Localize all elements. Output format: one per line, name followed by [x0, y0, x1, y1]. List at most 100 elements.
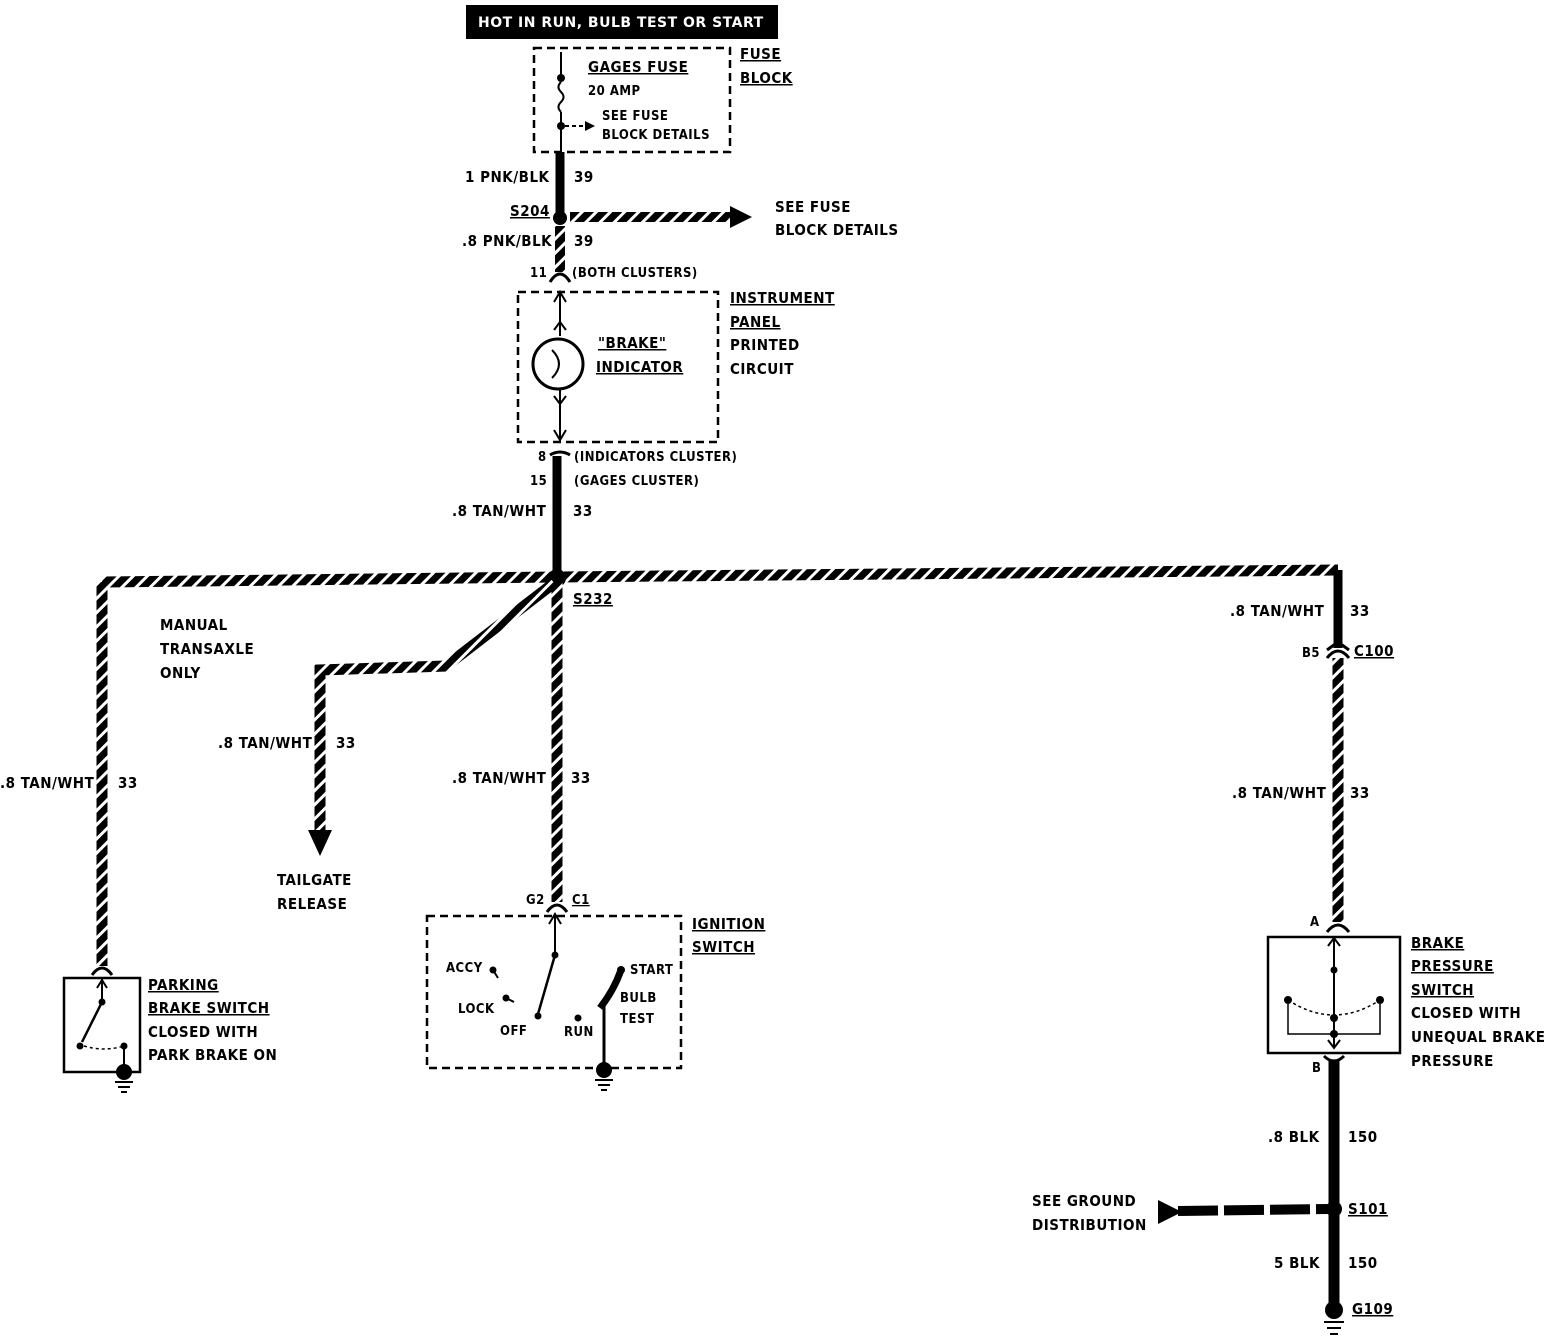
- manual-2: TRANSAXLE: [160, 640, 254, 658]
- ign-lock: LOCK: [458, 1002, 495, 1017]
- c100-name: C100: [1354, 642, 1394, 660]
- bulb-filament-icon: [551, 349, 560, 379]
- s101-branch-wire: [1177, 1204, 1331, 1216]
- ps-terminal-mid: [1330, 1014, 1338, 1022]
- g109-terminal: [1325, 1301, 1343, 1319]
- conn-top-pin: 11: [530, 266, 547, 281]
- pressure-pin-b: B: [1312, 1061, 1321, 1076]
- parking-3: CLOSED WITH: [148, 1023, 258, 1041]
- ign-lock-lead: [505, 997, 515, 1003]
- wire-right-top-label: .8 TAN/WHT: [1230, 602, 1325, 620]
- pk-arrow-icon: [96, 978, 108, 989]
- ip-label-3: PRINTED: [730, 336, 800, 354]
- pressure-pin-a: A: [1310, 915, 1320, 930]
- fuse-block-box: [532, 46, 732, 154]
- tailgate-arrow-icon: [308, 830, 332, 856]
- conn-bottom-pin2: 15: [530, 474, 547, 489]
- header-box: [466, 5, 778, 39]
- fuse-see-1: SEE FUSE: [602, 109, 668, 124]
- wire-pnk-1-label: 1 PNK/BLK: [465, 168, 550, 186]
- ps-piston-outline: [1287, 1004, 1381, 1035]
- s204-label: S204: [510, 202, 550, 220]
- bus-left: [101, 571, 558, 588]
- wire-tailgate-label: .8 TAN/WHT: [218, 734, 313, 752]
- s101-arrow-icon: [1158, 1200, 1182, 1224]
- ip-arrow-bottom-icon: [553, 429, 567, 442]
- ignition-conn: C1: [572, 893, 590, 908]
- ign-label-2: SWITCH: [692, 938, 755, 956]
- wire-right-label: .8 TAN/WHT: [1232, 784, 1327, 802]
- fuse-block-label-1: FUSE: [740, 45, 781, 63]
- pressure-2: PRESSURE: [1411, 957, 1494, 975]
- c100-arrow-icon: [1326, 640, 1350, 652]
- s232-label: S232: [573, 590, 613, 608]
- conn-bottom-note2: (GAGES CLUSTER): [574, 474, 699, 489]
- wire-pnk-8-label: .8 PNK/BLK: [462, 232, 552, 250]
- pressure-3: SWITCH: [1411, 981, 1474, 999]
- wire-right-circuit: 33: [1350, 784, 1370, 802]
- wire-pnk-1-circuit: 39: [574, 168, 594, 186]
- conn-bottom-note1: (INDICATORS CLUSTER): [574, 450, 737, 465]
- brake-bulb-icon: [531, 337, 585, 391]
- indicator-label-2: INDICATOR: [596, 358, 683, 376]
- fuse-element-icon: [557, 81, 565, 113]
- ign-test: TEST: [620, 1012, 654, 1027]
- wire-tan-main-label: .8 TAN/WHT: [452, 502, 547, 520]
- conn-bottom-pin1: 8: [538, 450, 547, 465]
- wire-parking-circuit: 33: [118, 774, 138, 792]
- pk-dashed-link: [83, 1045, 125, 1050]
- s101-label: S101: [1348, 1200, 1388, 1218]
- wire-pnk-8-circuit: 39: [574, 232, 594, 250]
- pressure-connector-a-icon: [1325, 923, 1351, 933]
- fuse-see-2: BLOCK DETAILS: [602, 128, 710, 143]
- ps-arrow-bottom-icon: [1327, 1039, 1341, 1050]
- parking-connector-icon: [90, 966, 114, 976]
- bus-right: [556, 564, 1339, 583]
- ign-start: START: [630, 963, 673, 978]
- pk-arm: [80, 1001, 104, 1043]
- indicator-label-1: "BRAKE": [598, 334, 666, 352]
- ip-arrow-mid-icon: [553, 320, 567, 331]
- ign-ground-icon: [595, 1079, 613, 1091]
- wire-blk-8-circuit: 150: [1348, 1128, 1378, 1146]
- s204-arrow-icon: [730, 206, 752, 228]
- connector-8-icon: [549, 450, 571, 457]
- header-text: HOT IN RUN, BULB TEST OR START: [478, 15, 764, 31]
- wire-tan-main-circuit: 33: [573, 502, 593, 520]
- ps-arrow-top-icon: [1327, 936, 1341, 947]
- fuse-rating: 20 AMP: [588, 84, 641, 99]
- ign-accy: ACCY: [446, 961, 483, 976]
- s204-see-1: SEE FUSE: [775, 198, 851, 216]
- ign-bulb: BULB: [620, 991, 657, 1006]
- wire-ignition-label: .8 TAN/WHT: [452, 769, 547, 787]
- pressure-1: BRAKE: [1411, 934, 1464, 952]
- c100-connector-icon: [1325, 649, 1351, 659]
- connector-11-icon: [548, 272, 572, 283]
- pressure-6: PRESSURE: [1411, 1052, 1494, 1070]
- fuse-terminal-top: [557, 74, 565, 82]
- ignition-switch-box: [425, 914, 683, 1070]
- tailgate-2: RELEASE: [277, 895, 347, 913]
- conn-top-note: (BOTH CLUSTERS): [572, 266, 698, 281]
- ip-arrow-top-icon: [553, 290, 567, 303]
- ip-label-2: PANEL: [730, 313, 781, 331]
- ign-run-terminal: [574, 1014, 582, 1022]
- manual-1: MANUAL: [160, 616, 228, 634]
- wire-tailgate-circuit: 33: [336, 734, 356, 752]
- tailgate-1: TAILGATE: [277, 871, 352, 889]
- wire-blk-5-circuit: 150: [1348, 1254, 1378, 1272]
- fuse-title: GAGES FUSE: [588, 58, 688, 76]
- wire-ignition-circuit: 33: [571, 769, 591, 787]
- ign-accy-lead: [492, 969, 499, 979]
- ign-start-terminal: [617, 966, 625, 974]
- s204-splice: [553, 211, 567, 225]
- ign-ground-terminal: [596, 1062, 612, 1078]
- parking-4: PARK BRAKE ON: [148, 1046, 277, 1064]
- wire-parking-label: .8 TAN/WHT: [0, 774, 95, 792]
- ign-start-contact: [597, 968, 625, 1011]
- ps-dashed-arc: [1287, 999, 1381, 1016]
- g109-label: G109: [1352, 1300, 1393, 1318]
- ps-terminal-top: [1330, 966, 1338, 974]
- wire-tailgate: [314, 578, 558, 836]
